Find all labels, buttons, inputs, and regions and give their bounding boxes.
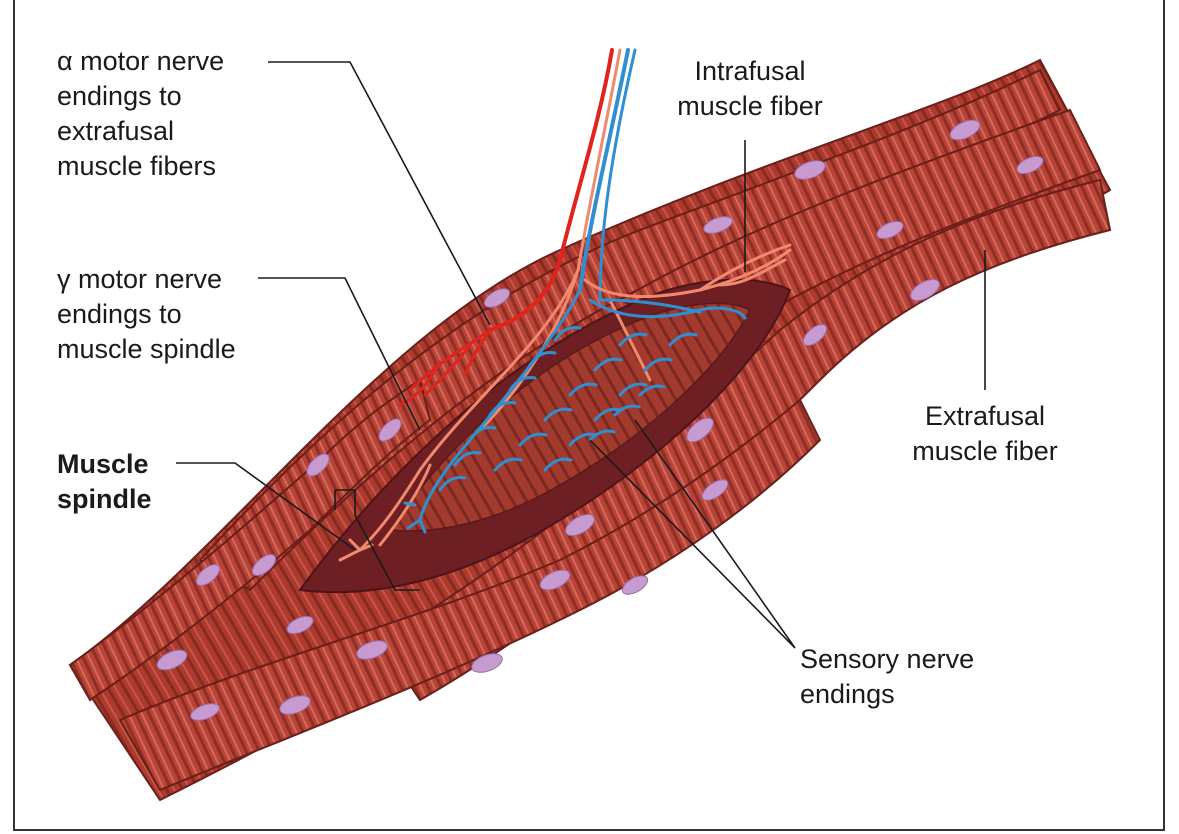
label-alpha-motor-nerve: α motor nerve endings to extrafusal musc… — [57, 46, 225, 181]
leader-sensory-1 — [634, 419, 796, 649]
label-muscle-spindle: Muscle spindle — [57, 449, 152, 514]
leader-gamma — [258, 277, 421, 431]
sensory-nerve-endings — [403, 288, 747, 534]
nuclei — [156, 119, 1044, 721]
label-intrafusal-fiber: Intrafusal muscle fiber — [677, 56, 823, 121]
leader-lines — [176, 61, 986, 649]
label-gamma-motor-nerve: γ motor nerve endings to muscle spindle — [57, 264, 236, 364]
spindle-bracket — [335, 489, 420, 591]
leader-spindle — [176, 462, 356, 551]
alpha-motor-endings — [398, 328, 492, 407]
nerve-trunk — [488, 48, 637, 332]
label-extrafusal-fiber: Extrafusal muscle fiber — [912, 401, 1058, 466]
label-sensory-nerve-endings: Sensory nerve endings — [800, 644, 975, 709]
leader-sensory-2 — [589, 439, 796, 649]
leader-alpha — [268, 61, 491, 326]
